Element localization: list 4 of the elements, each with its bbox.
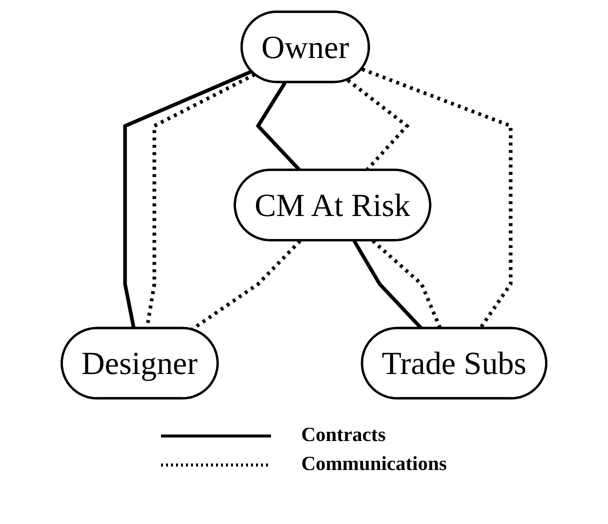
legend-label: Communications [301,453,447,476]
connector [372,240,442,330]
connector [123,70,252,330]
legend-label: Contracts [301,424,386,447]
